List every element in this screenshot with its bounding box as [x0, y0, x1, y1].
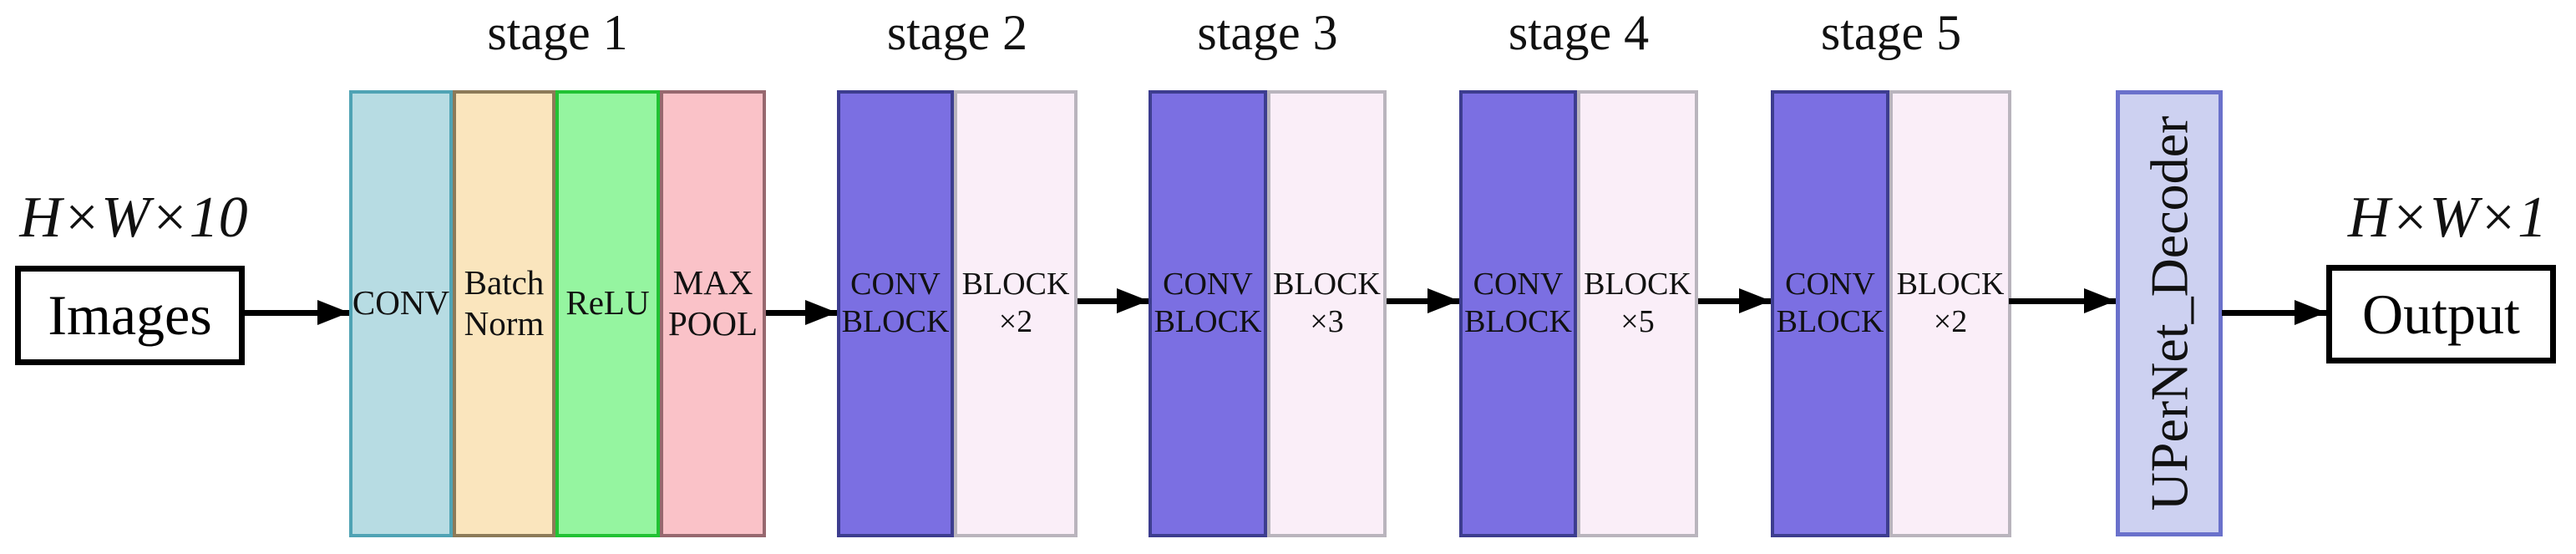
flow-arrow-decoder-to-output [2222, 300, 2326, 325]
flow-arrow-stage5-to-decoder [2009, 288, 2116, 313]
stage1-conv-column: CONV [349, 90, 453, 537]
flow-arrow-stage3-to-stage4 [1387, 288, 1459, 313]
stage5-block-column: BLOCK ×2 [1889, 90, 2011, 537]
stage4-convblock-label: CONV BLOCK [1464, 266, 1572, 339]
upernet-decoder-box: UPerNet_Decoder [2116, 90, 2223, 536]
output-box: Output [2326, 265, 2556, 363]
stage1-title: stage 1 [487, 5, 628, 60]
stage3-convblock-label: CONV BLOCK [1154, 266, 1262, 339]
upernet-decoder-label: UPerNet_Decoder [2139, 115, 2198, 511]
flow-arrow-stage2-to-stage3 [1078, 288, 1149, 313]
stage4-convblock-column: CONV BLOCK [1459, 90, 1577, 537]
stage3-convblock-column: CONV BLOCK [1149, 90, 1267, 537]
stage4-block-column: BLOCK ×5 [1577, 90, 1698, 537]
flow-arrow-images-to-stage1 [245, 300, 349, 325]
maxpool-label: MAX POOL [667, 263, 758, 343]
stage4-title: stage 4 [1508, 5, 1650, 60]
flow-arrow-stage4-to-stage5 [1698, 288, 1771, 313]
relu-label: ReLU [565, 283, 650, 323]
stage5-convblock-label: CONV BLOCK [1776, 266, 1884, 339]
images-box: Images [15, 266, 245, 365]
images-box-label: Images [48, 283, 212, 347]
stage1-relu-column: ReLU [555, 90, 660, 537]
stage5-title: stage 5 [1820, 5, 1962, 60]
flow-arrow-stage1-to-stage2 [766, 300, 837, 325]
stage2-block-label: BLOCK ×2 [961, 266, 1070, 339]
output-box-label: Output [2362, 282, 2520, 346]
input-dimension-label: H×W×10 [19, 186, 248, 250]
stage3-title: stage 3 [1197, 5, 1338, 60]
batchnorm-label: Batch Norm [464, 263, 545, 343]
stage3-block-label: BLOCK ×3 [1273, 266, 1381, 339]
stage5-block-label: BLOCK ×2 [1896, 266, 2005, 339]
stage3-block-column: BLOCK ×3 [1267, 90, 1387, 537]
stage5-convblock-column: CONV BLOCK [1771, 90, 1889, 537]
stage1-batchnorm-column: Batch Norm [453, 90, 555, 537]
stage4-block-label: BLOCK ×5 [1584, 266, 1691, 339]
conv-label: CONV [352, 283, 450, 323]
stage2-convblock-column: CONV BLOCK [837, 90, 954, 537]
stage2-convblock-label: CONV BLOCK [841, 266, 950, 339]
stage2-title: stage 2 [886, 5, 1028, 60]
output-dimension-label: H×W×1 [2347, 186, 2548, 250]
stage1-maxpool-column: MAX POOL [660, 90, 766, 537]
stage2-block-column: BLOCK ×2 [954, 90, 1078, 537]
